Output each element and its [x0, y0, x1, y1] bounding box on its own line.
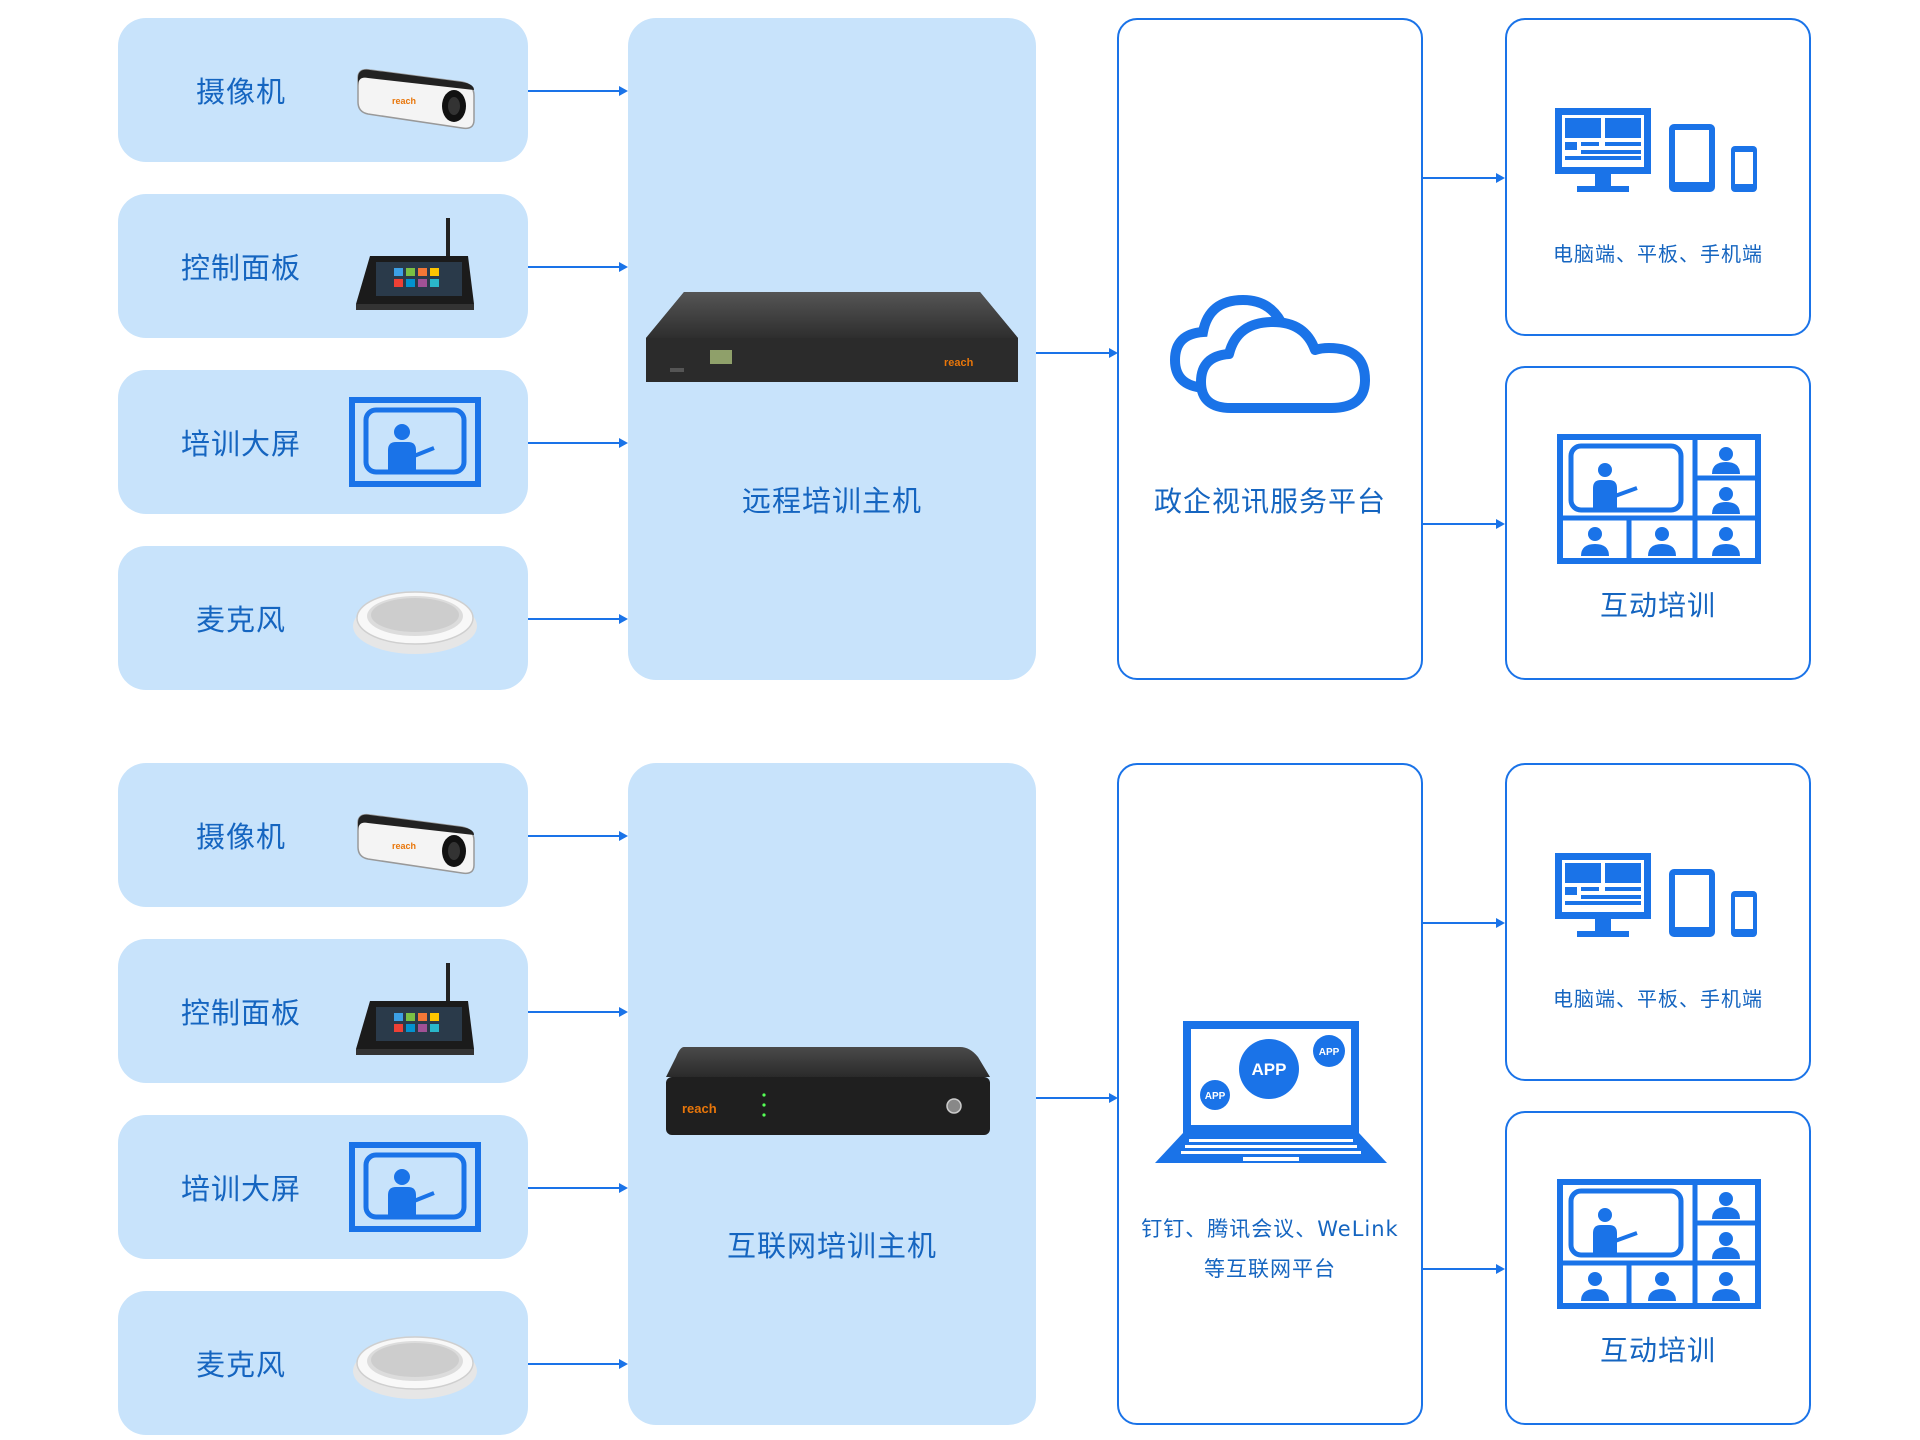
- control-panel-image: [350, 216, 480, 316]
- devices-icon: [1553, 851, 1763, 941]
- cloud-icon: [1165, 290, 1379, 420]
- camera-image: reach: [350, 785, 480, 885]
- output-interactive-label: 互动培训: [1599, 1334, 1716, 1367]
- arrow-camera-to-host: [528, 86, 628, 96]
- arrow-platform-to-devices: [1423, 918, 1505, 928]
- host-box: reach 互联网培训主机: [628, 763, 1036, 1425]
- input-microphone: 麦克风: [118, 546, 528, 690]
- platform-label-line2: 等互联网平台: [1204, 1257, 1336, 1281]
- input-microphone-label: 麦克风: [195, 603, 286, 637]
- output-interactive: 互动培训: [1505, 1111, 1811, 1425]
- platform-box: APP APP APP 钉钉、腾讯会议、WeLink 等互联网平台: [1117, 763, 1423, 1425]
- arrow-platform-to-interactive: [1423, 519, 1505, 529]
- platform-label: 政企视讯服务平台: [1153, 485, 1386, 518]
- input-camera: 摄像机 reach: [118, 18, 528, 162]
- arrow-panel-to-host: [528, 1007, 628, 1017]
- arrow-platform-to-interactive: [1423, 1264, 1505, 1274]
- laptop-app-icon: APP APP APP: [1151, 1017, 1391, 1167]
- arrow-screen-to-host: [528, 1183, 628, 1193]
- platform-label-line1: 钉钉、腾讯会议、WeLink: [1141, 1217, 1399, 1241]
- microphone-image: [350, 568, 480, 668]
- input-control-panel-label: 控制面板: [180, 996, 301, 1030]
- svg-text:reach: reach: [682, 1101, 717, 1116]
- video-conference-icon: [1557, 1179, 1761, 1309]
- output-devices: 电脑端、平板、手机端: [1505, 18, 1811, 336]
- host-label: 远程培训主机: [741, 484, 922, 518]
- training-screen-icon: [349, 1137, 481, 1237]
- output-devices: 电脑端、平板、手机端: [1505, 763, 1811, 1081]
- arrow-mic-to-host: [528, 1359, 628, 1369]
- app-badge-left: APP: [1205, 1091, 1226, 1102]
- training-screen-icon: [349, 392, 481, 492]
- camera-image: reach: [350, 40, 480, 140]
- devices-icon: [1553, 106, 1763, 196]
- remote-training-flow: 摄像机 reach 控制面板 培: [0, 18, 1920, 690]
- internet-training-flow: 摄像机 reach 控制面板 培: [0, 763, 1920, 1435]
- svg-text:reach: reach: [392, 96, 416, 106]
- input-training-screen-label: 培训大屏: [180, 427, 301, 461]
- arrow-platform-to-devices: [1423, 173, 1505, 183]
- input-training-screen: 培训大屏: [118, 1115, 528, 1259]
- app-badge-right: APP: [1319, 1047, 1340, 1058]
- microphone-image: [350, 1313, 480, 1413]
- input-microphone-label: 麦克风: [195, 1348, 286, 1382]
- input-control-panel: 控制面板: [118, 939, 528, 1083]
- arrow-host-to-platform: [1036, 1093, 1118, 1103]
- video-conference-icon: [1557, 434, 1761, 564]
- host-label: 互联网培训主机: [726, 1229, 937, 1263]
- arrow-host-to-platform: [1036, 348, 1118, 358]
- input-control-panel-label: 控制面板: [180, 251, 301, 285]
- output-interactive-label: 互动培训: [1599, 589, 1716, 622]
- platform-box: 政企视讯服务平台: [1117, 18, 1423, 680]
- input-microphone: 麦克风: [118, 1291, 528, 1435]
- host-box: reach 远程培训主机: [628, 18, 1036, 680]
- arrow-camera-to-host: [528, 831, 628, 841]
- svg-text:reach: reach: [944, 357, 974, 369]
- input-camera-label: 摄像机: [195, 75, 286, 109]
- input-camera: 摄像机 reach: [118, 763, 528, 907]
- control-panel-image: [350, 961, 480, 1061]
- rack-server-image: reach: [644, 288, 1020, 408]
- input-training-screen: 培训大屏: [118, 370, 528, 514]
- input-training-screen-label: 培训大屏: [180, 1172, 301, 1206]
- desktop-box-image: reach: [644, 1043, 1020, 1163]
- input-control-panel: 控制面板: [118, 194, 528, 338]
- app-badge-large: APP: [1252, 1060, 1287, 1079]
- input-camera-label: 摄像机: [195, 820, 286, 854]
- arrow-panel-to-host: [528, 262, 628, 272]
- output-devices-label: 电脑端、平板、手机端: [1553, 987, 1763, 1011]
- svg-text:reach: reach: [392, 841, 416, 851]
- arrow-screen-to-host: [528, 438, 628, 448]
- output-interactive: 互动培训: [1505, 366, 1811, 680]
- arrow-mic-to-host: [528, 614, 628, 624]
- output-devices-label: 电脑端、平板、手机端: [1553, 242, 1763, 266]
